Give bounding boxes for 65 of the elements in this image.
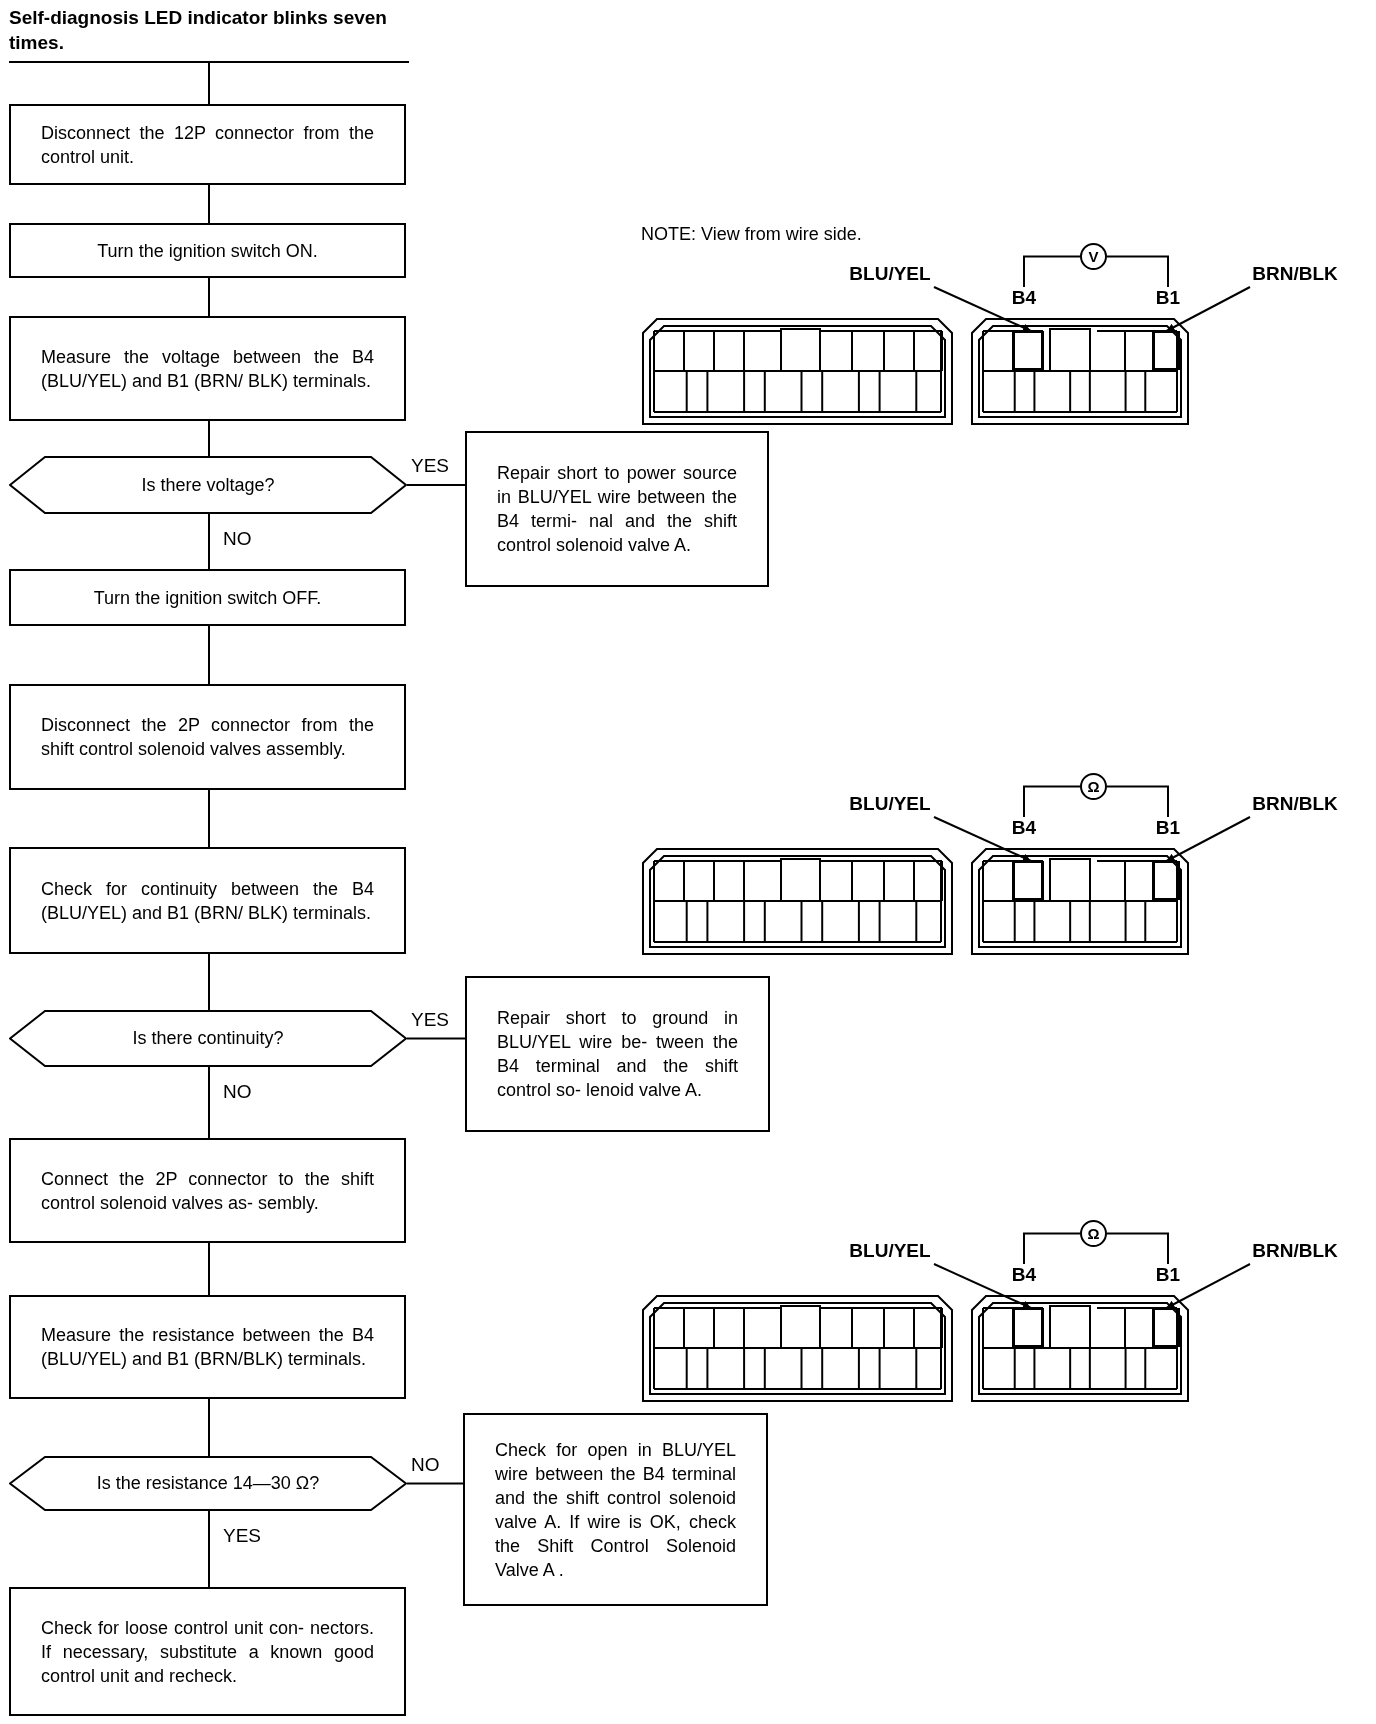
leader-line xyxy=(933,816,1032,862)
leader-line xyxy=(1165,816,1251,862)
wire-color-label: BRN/BLK xyxy=(1236,263,1354,287)
leader-line xyxy=(1165,1263,1251,1309)
process-box: Measure the voltage between the B4 (BLU/YEL) and B1 (BRN/ BLK) terminals. xyxy=(9,316,406,421)
process-box: Turn the ignition switch OFF. xyxy=(9,569,406,626)
connector-line xyxy=(406,1037,466,1040)
terminal-label: B4 xyxy=(1006,817,1042,839)
heading: Self-diagnosis LED indicator blinks seven times. xyxy=(9,5,409,63)
connector-line xyxy=(208,62,210,105)
test-lead xyxy=(1023,785,1081,818)
meter-symbol: Ω xyxy=(1080,773,1107,800)
terminal-label: B1 xyxy=(1150,1264,1186,1286)
meter-symbol: V xyxy=(1080,243,1107,270)
process-box: Disconnect the 2P connector from the shift control solenoid valves assembly. xyxy=(9,684,406,790)
terminal-label: B1 xyxy=(1150,817,1186,839)
terminal-label: B4 xyxy=(1006,287,1042,309)
connector-line xyxy=(208,953,210,1011)
leader-line xyxy=(933,286,1032,332)
connector-line xyxy=(208,513,210,570)
connector-line xyxy=(406,1482,464,1485)
meter-symbol: Ω xyxy=(1080,1220,1107,1247)
connector-line xyxy=(208,277,210,317)
connector-line xyxy=(406,484,466,486)
process-box: Repair short to ground in BLU/YEL wire be- tween the B4 terminal and the shift control so- lenoid valve A. xyxy=(465,976,770,1132)
terminal-label: B4 xyxy=(1006,1264,1042,1286)
terminal-cell xyxy=(1153,1308,1180,1347)
connector-line xyxy=(208,625,210,685)
process-box: Check for continuity between the B4 (BLU/YEL) and B1 (BRN/ BLK) terminals. xyxy=(9,847,406,954)
test-lead xyxy=(1023,255,1081,288)
terminal-cell xyxy=(1013,331,1043,370)
terminal-cell xyxy=(1013,1308,1043,1347)
terminal-cell xyxy=(1153,861,1180,900)
leader-line xyxy=(1165,286,1251,332)
wire-color-label: BRN/BLK xyxy=(1236,1240,1354,1264)
terminal-label: B1 xyxy=(1150,287,1186,309)
terminal-cell xyxy=(1153,331,1180,370)
note: NOTE: View from wire side. xyxy=(641,224,862,245)
test-lead xyxy=(1106,255,1169,288)
test-lead xyxy=(1023,1232,1081,1265)
decision-diamond: Is there voltage? xyxy=(9,456,407,514)
test-lead xyxy=(1106,1232,1169,1265)
leader-line xyxy=(933,1263,1032,1309)
wire-color-label: BRN/BLK xyxy=(1236,793,1354,817)
wire-color-label: BLU/YEL xyxy=(832,263,948,287)
wire-color-label: BLU/YEL xyxy=(832,793,948,817)
process-box: Turn the ignition switch ON. xyxy=(9,223,406,278)
decision-diamond: Is the resistance 14—30 Ω? xyxy=(9,1456,407,1511)
connector-line xyxy=(208,1066,210,1139)
connector-line xyxy=(208,1398,210,1457)
connector-line xyxy=(208,1242,210,1296)
connector-line xyxy=(208,789,210,848)
process-box: Connect the 2P connector to the shift control solenoid valves as- sembly. xyxy=(9,1138,406,1243)
decision-diamond: Is there continuity? xyxy=(9,1010,407,1067)
process-box: Check for loose control unit con- nectors. If necessary, substitute a known good control unit and recheck. xyxy=(9,1587,406,1716)
terminal-cell xyxy=(1013,861,1043,900)
process-box: Measure the resistance between the B4 (BLU/YEL) and B1 (BRN/BLK) terminals. xyxy=(9,1295,406,1399)
wire-color-label: BLU/YEL xyxy=(832,1240,948,1264)
process-box: Disconnect the 12P connector from the control unit. xyxy=(9,104,406,185)
connector-line xyxy=(208,420,210,457)
process-box: Repair short to power source in BLU/YEL wire between the B4 termi- nal and the shift control solenoid valve A. xyxy=(465,431,769,587)
process-box: Check for open in BLU/YEL wire between the B4 terminal and the shift control solenoid valve A. If wire is OK, check the Shift Control Solenoid Valve A . xyxy=(463,1413,768,1606)
connector-line xyxy=(208,184,210,224)
test-lead xyxy=(1106,785,1169,818)
connector-line xyxy=(208,1510,210,1588)
